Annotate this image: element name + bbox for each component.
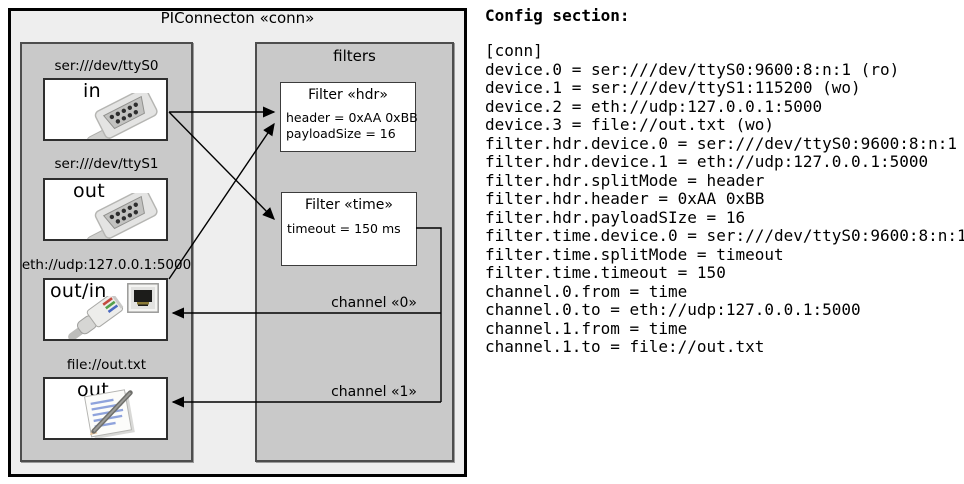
device-label-ttys0: ser:///dev/ttyS0 [54,58,159,74]
device-label-file: file://out.txt [66,357,147,373]
diagram-title: PIConnecton «conn» [160,9,315,27]
config-line: [conn] [485,41,543,60]
config-line: filter.hdr.payloadSIze = 16 [485,207,746,227]
notepad-icon [83,389,135,438]
device-box-file: out [43,377,168,440]
config-line: filter.time.timeout = 150 [485,263,726,282]
config-line: filter.hdr.splitMode = header [485,170,765,190]
device-direction-label: out [73,180,106,202]
filter-title: Filter «hdr» [308,87,388,103]
device-direction-label: in [83,80,101,102]
ethernet-plug-icon [68,296,124,339]
filter-property: timeout = 150 ms [287,221,401,236]
config-line: channel.1.to = file://out.txt [485,337,765,356]
config-line: filter.time.splitMode = timeout [485,244,784,264]
config-line: device.2 = eth://udp:127.0.0.1:5000 [485,96,823,116]
config-section: [conn] device.0 = ser:///dev/ttyS0:9600:… [485,41,964,357]
config-heading: Config section: [485,6,630,25]
channel-0-label: channel «0» [331,295,417,311]
filter-box-hdr: Filter «hdr» header = 0xAA 0xBB payloadS… [280,82,418,152]
filter-title: Filter «time» [305,197,393,213]
serial-connector-icon [86,193,158,239]
ethernet-jack-icon [127,283,159,313]
channel-1-label: channel «1» [331,384,417,400]
config-line: channel.1.from = time [485,318,688,338]
filters-title: filters [333,47,376,65]
config-line: device.3 = file://out.txt (wo) [485,115,774,134]
device-direction-label: out/in [50,280,107,302]
filter-box-time: Filter «time» timeout = 150 ms [281,192,417,266]
config-line: device.1 = ser:///dev/ttyS1:115200 (wo) [485,78,861,97]
device-box-ttys1: out [43,178,168,241]
config-line: channel.0.from = time [485,281,688,301]
config-line: filter.hdr.header = 0xAA 0xBB [485,189,765,208]
serial-connector-icon [86,93,158,139]
filter-property: payloadSize = 16 [286,126,396,141]
device-label-ttys1: ser:///dev/ttyS1 [54,156,159,172]
device-box-eth: out/in [43,278,168,341]
config-line: channel.0.to = eth://udp:127.0.0.1:5000 [485,300,861,319]
config-line: filter.hdr.device.1 = eth://udp:127.0.0.… [485,152,929,171]
device-box-ttys0: in [43,78,168,141]
config-line: filter.time.device.0 = ser:///dev/ttyS0:… [485,226,964,245]
device-label-eth: eth://udp:127.0.0.1:5000 [21,257,192,273]
config-line: device.0 = ser:///dev/ttyS0:9600:8:n:1 (… [485,59,900,79]
config-line: filter.hdr.device.0 = ser:///dev/ttyS0:9… [485,133,958,153]
filter-property: header = 0xAA 0xBB [286,110,418,125]
